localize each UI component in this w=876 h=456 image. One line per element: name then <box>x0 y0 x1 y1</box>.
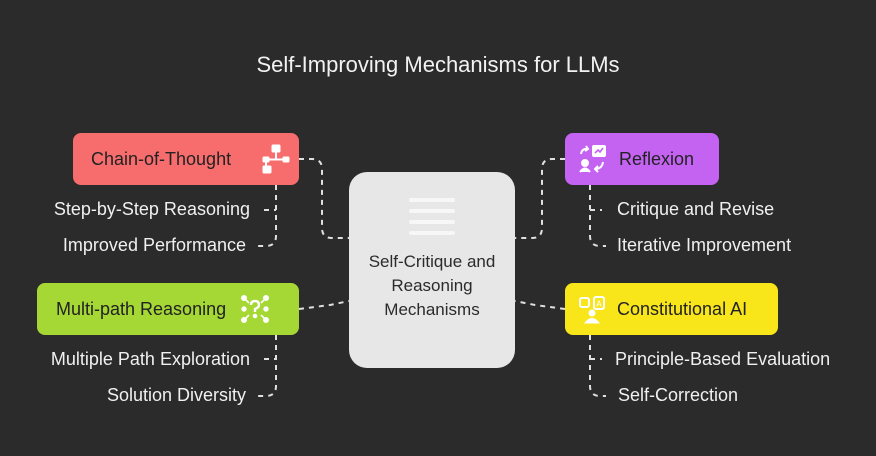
connector-reflexion <box>515 158 565 239</box>
constitutional-ai-label: Constitutional AI <box>617 298 748 319</box>
connector-constitutional <box>514 300 566 310</box>
multi-path-reasoning-card: Multi-path Reasoning <box>37 283 299 335</box>
connector-constitutional-items <box>589 335 606 397</box>
page-title: Self-Improving Mechanisms for LLMs <box>256 52 620 77</box>
constitutional-item-2: Self-Correction <box>618 385 739 405</box>
chain-item-1: Step-by-Step Reasoning <box>53 199 250 219</box>
reflexion-card: Reflexion <box>565 133 719 185</box>
reflection-icon <box>579 145 606 173</box>
constitutional-item-1: Principle-Based Evaluation <box>615 349 831 369</box>
connector-chain <box>299 158 349 239</box>
question-network-icon <box>241 295 270 323</box>
chain-of-thought-label: Chain-of-Thought <box>91 148 232 169</box>
multipath-item-1: Multiple Path Exploration <box>50 349 250 369</box>
multipath-item-2: Solution Diversity <box>106 385 246 405</box>
connector-chain-items <box>256 185 277 247</box>
ai-rules-icon: A <box>579 296 605 324</box>
svg-text:A: A <box>596 300 602 309</box>
chain-of-thought-card: Chain-of-Thought <box>73 133 299 185</box>
connector-multipath-items <box>256 335 277 397</box>
constitutional-ai-card: A Constitutional AI <box>565 283 778 335</box>
multi-path-reasoning-label: Multi-path Reasoning <box>56 298 227 319</box>
document-lines-icon <box>409 198 455 242</box>
reflexion-label: Reflexion <box>619 148 695 169</box>
reflexion-item-2: Iterative Improvement <box>617 235 792 255</box>
connector-reflexion-items <box>589 185 606 247</box>
center-label: Self-Critique and Reasoning Mechanisms <box>368 252 496 319</box>
chain-item-2: Improved Performance <box>62 235 246 255</box>
center-node: Self-Critique and Reasoning Mechanisms <box>349 172 515 368</box>
flowchart-icon <box>262 144 290 174</box>
reflexion-item-1: Critique and Revise <box>617 199 775 219</box>
connector-multipath <box>298 300 350 310</box>
